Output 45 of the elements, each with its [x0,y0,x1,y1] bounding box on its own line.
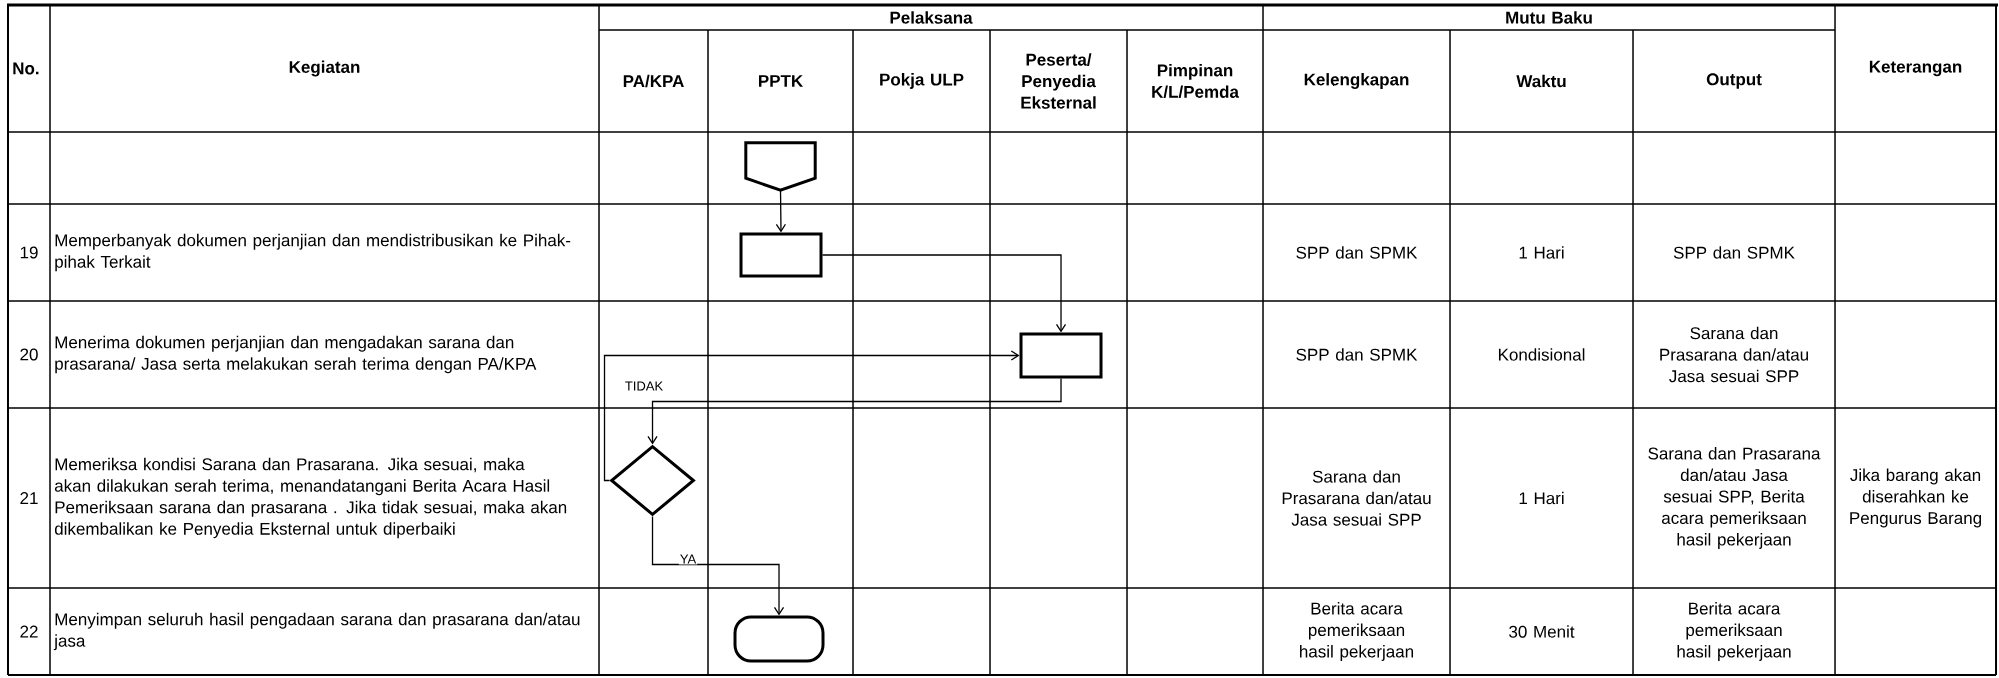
cell-text: Memperbanyak dokumen perjanjian dan mendistribusikan ke Pihak-pihak Terkait [55,233,571,272]
cell-text: Sarana dan Prasarana dan/atau Jasa sesuai SPP [1660,326,1808,383]
arrow [651,515,785,616]
cell-text: Kondisional [1498,348,1585,361]
cell-text: Memeriksa kondisi Sarana dan Prasarana. Jika sesuai, maka akan dilakukan serah terima, menandatangani Berita Acara Hasil Pemeriksaan sarana dan prasarana . Jika tidak sesuai, maka akan dikembalikan ke Penyedia Eksternal untuk diperbaiki [54,457,567,539]
cell-text: Kelengkapan [1304,73,1409,89]
cell-text: No. [13,62,39,75]
arrow [775,189,787,233]
off-page-connector [744,141,817,192]
cell-text: Kegiatan [289,60,360,77]
cell-text: Menerima dokumen perjanjian dan mengadakan sarana dan prasarana/ Jasa serta melakukan serah terima dengan PA/KPA [55,335,537,374]
cell-text: Keterangan [1869,60,1962,77]
process-box [1019,332,1103,379]
cell-text: Berita acara pemeriksaan hasil pekerjaan [1300,602,1413,661]
cell-text: Pelaksana [890,11,973,24]
cell-text: PPTK [759,75,804,87]
cell-text: 22 [20,625,38,638]
edge-label: TIDAK [623,380,665,392]
cell-text: 30 Menit [1509,625,1575,638]
cell-text: Pokja ULP [880,73,964,89]
cell-text: Sarana dan Prasarana dan/atau Jasa sesuai SPP [1282,470,1431,526]
arrow [603,350,1020,482]
cell-text: Mutu Baku [1506,11,1592,24]
cell-text: PA/KPA [623,74,684,88]
arrow [647,377,1062,445]
cell-text: Jika barang akan diserahkan ke Pengurus Barang [1850,468,1982,528]
cell-text: SPP dan SPMK [1673,246,1795,259]
cell-text: 1 Hari [1519,491,1564,505]
cell-text: SPP dan SPMK [1296,348,1418,361]
process-box [739,232,823,278]
cell-text: 21 [20,492,38,504]
cell-text: Sarana dan Prasarana dan/atau Jasa sesuai SPP, Berita acara pemeriksaan hasil pekerjaan [1648,447,1821,549]
edge-label: YA [678,553,698,565]
terminator-shape [733,615,825,663]
arrow [821,254,1067,333]
cell-text: Waktu [1516,74,1566,88]
cell-text: Menyimpan seluruh hasil pengadaan sarana dan prasarana dan/atau jasa [53,612,580,651]
cell-text: 19 [20,246,38,259]
cell-text: Output [1706,73,1762,89]
cell-text: Peserta/ Penyedia Eksternal [1021,53,1096,109]
cell-text: SPP dan SPMK [1296,246,1418,259]
cell-text: 20 [20,348,38,361]
cell-text: Berita acara pemeriksaan hasil pekerjaan [1677,602,1791,661]
cell-text: 1 Hari [1519,246,1564,259]
cell-text: Pimpinan K/L/Pemda [1152,63,1240,99]
